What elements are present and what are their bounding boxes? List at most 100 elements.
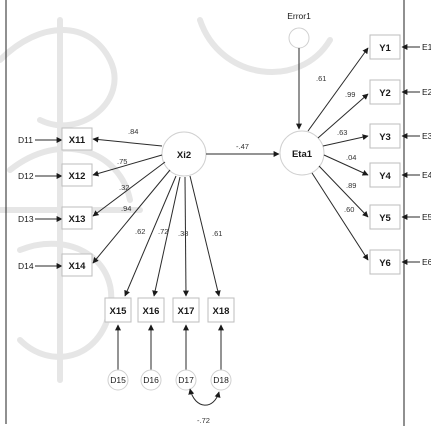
d15-label: D15 xyxy=(110,375,126,385)
x15-coef: .62 xyxy=(135,227,145,236)
d18-label: D18 xyxy=(213,375,229,385)
x18-path xyxy=(189,175,221,297)
x13-path xyxy=(92,161,166,217)
x14-path xyxy=(92,169,171,264)
x12-group: D12 X12 .75 xyxy=(18,154,163,187)
d14-label: D14 xyxy=(18,261,34,271)
x12-label: X12 xyxy=(69,171,86,182)
y2-path xyxy=(317,93,369,139)
x14-group: D14 X14 .94 xyxy=(18,169,171,277)
y2-label: Y2 xyxy=(379,88,391,99)
x14-coef: .94 xyxy=(121,204,131,213)
x12-path xyxy=(92,154,163,177)
y1-path xyxy=(307,47,369,132)
y1-label: Y1 xyxy=(379,43,391,54)
covariance-coef: -.72 xyxy=(197,416,210,425)
x11-path xyxy=(92,136,163,147)
x13-label: X13 xyxy=(69,214,86,225)
e6-label: E6 xyxy=(422,257,431,267)
x12-coef: .75 xyxy=(117,157,127,166)
y6-box xyxy=(369,249,401,275)
x11-label: X11 xyxy=(69,135,86,146)
x18-group: .61 X18 D18 xyxy=(189,175,235,391)
x16-group: .72 X16 D16 xyxy=(137,176,181,391)
structural-coef: -.47 xyxy=(236,142,249,151)
x13-group: D13 X13 .32 xyxy=(18,161,166,230)
y3-label: Y3 xyxy=(379,132,391,143)
x17-box xyxy=(172,297,200,323)
d13-label: D13 xyxy=(18,214,34,224)
x17-path xyxy=(182,176,189,297)
x15-group: .62 X15 D15 xyxy=(104,175,177,391)
e4-label: E4 xyxy=(422,170,431,180)
y2-box xyxy=(369,79,401,105)
y4-group: .04 Y4 E4 xyxy=(323,153,431,188)
d16-label: D16 xyxy=(143,375,159,385)
y4-label: Y4 xyxy=(379,171,391,182)
x16-coef: .72 xyxy=(158,227,168,236)
x18-label: X18 xyxy=(213,306,230,317)
x16-box xyxy=(137,297,165,323)
y6-coef: .60 xyxy=(344,205,354,214)
latent-xi2-label: Xi2 xyxy=(177,150,191,161)
y4-box xyxy=(369,162,401,188)
y4-path xyxy=(323,154,369,176)
e5-label: E5 xyxy=(422,212,431,222)
d16-node xyxy=(140,369,162,391)
x14-label: X14 xyxy=(69,261,87,272)
y5-box xyxy=(369,204,401,230)
d11-label: D11 xyxy=(18,135,33,145)
covariance-curve xyxy=(188,388,221,406)
x17-coef: .38 xyxy=(178,229,188,238)
x18-coef: .61 xyxy=(212,229,222,238)
y1-box xyxy=(369,34,401,60)
x16-path xyxy=(152,176,181,297)
x12-box xyxy=(61,163,93,187)
x17-group: .38 X17 D17 xyxy=(172,176,200,391)
y3-group: .63 Y3 E3 xyxy=(322,123,431,149)
d17-node xyxy=(175,369,197,391)
y4-coef: .04 xyxy=(346,153,356,162)
y6-path xyxy=(311,172,369,261)
x15-path xyxy=(124,175,177,297)
y5-path xyxy=(318,165,369,218)
y3-box xyxy=(369,123,401,149)
y6-group: .60 Y6 E6 xyxy=(311,172,431,275)
y1-coef: .61 xyxy=(316,74,326,83)
y2-group: .99 Y2 E2 xyxy=(317,79,431,139)
x11-coef: .84 xyxy=(128,127,138,136)
y1-group: .61 Y1 E1 xyxy=(307,34,431,132)
y3-coef: .63 xyxy=(337,128,347,137)
x14-box xyxy=(61,253,93,277)
e1-label: E1 xyxy=(422,42,431,52)
e2-label: E2 xyxy=(422,87,431,97)
y3-path xyxy=(322,134,369,147)
y6-label: Y6 xyxy=(379,258,391,269)
latent-xi2: Xi2 xyxy=(161,131,207,177)
e3-label: E3 xyxy=(422,131,431,141)
x17-label: X17 xyxy=(178,306,195,317)
d17-label: D17 xyxy=(178,375,194,385)
x15-box xyxy=(104,297,132,323)
x11-group: D11 X11 .84 xyxy=(18,127,163,151)
error1-node: Error1 xyxy=(287,11,311,49)
d15-node xyxy=(107,369,129,391)
latent-eta1-label: Eta1 xyxy=(292,149,313,160)
x18-box xyxy=(207,297,235,323)
x16-label: X16 xyxy=(143,306,160,317)
x11-box xyxy=(61,127,93,151)
y5-coef: .89 xyxy=(346,181,356,190)
y2-coef: .99 xyxy=(345,90,355,99)
latent-eta1: Eta1 xyxy=(279,130,325,176)
y5-group: .89 Y5 E5 xyxy=(318,165,431,230)
x13-box xyxy=(61,206,93,230)
y5-label: Y5 xyxy=(379,213,391,224)
x15-label: X15 xyxy=(110,306,128,317)
error1-label: Error1 xyxy=(287,11,311,21)
x13-coef: .32 xyxy=(119,183,129,192)
watermark-web xyxy=(0,17,333,383)
d18-node xyxy=(210,369,232,391)
d12-label: D12 xyxy=(18,171,34,181)
